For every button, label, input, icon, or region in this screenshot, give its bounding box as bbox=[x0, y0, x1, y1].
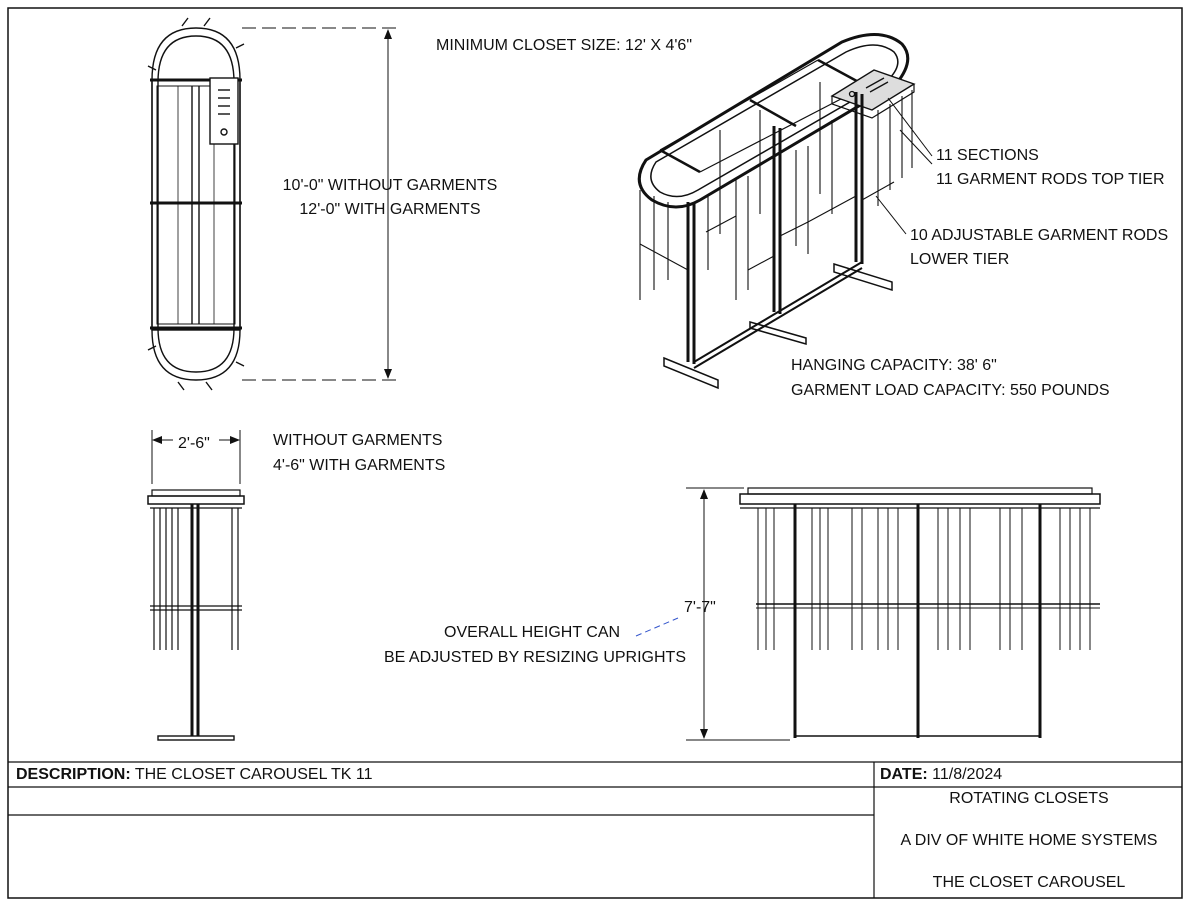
min-closet-size-label: MINIMUM CLOSET SIZE: 12' X 4'6" bbox=[436, 37, 692, 54]
width-dimension bbox=[151, 430, 241, 484]
length-dimension bbox=[242, 27, 402, 381]
load-capacity-label: GARMENT LOAD CAPACITY: 550 POUNDS bbox=[791, 382, 1110, 399]
sections-label: 11 SECTIONS bbox=[936, 147, 1039, 164]
front-view bbox=[739, 487, 1101, 738]
height-dimension-label: 7'-7" bbox=[684, 599, 716, 616]
width-no-garments-label: WITHOUT GARMENTS bbox=[273, 432, 443, 449]
iso-leaders bbox=[875, 97, 933, 235]
company-line-3: THE CLOSET CAROUSEL bbox=[932, 874, 1126, 891]
side-view bbox=[147, 489, 245, 741]
hanging-capacity-label: HANGING CAPACITY: 38' 6" bbox=[791, 357, 997, 374]
date-value: 11/8/2024 bbox=[932, 766, 1003, 783]
title-block bbox=[8, 761, 1182, 898]
top-view bbox=[147, 17, 245, 391]
company-line-1: ROTATING CLOSETS bbox=[949, 790, 1109, 807]
height-note-line-2: BE ADJUSTED BY RESIZING UPRIGHTS bbox=[384, 649, 686, 666]
sheet-border bbox=[7, 7, 1183, 899]
top-tier-label: 11 GARMENT RODS TOP TIER bbox=[936, 171, 1165, 188]
length-no-garments-label: 10'-0" WITHOUT GARMENTS bbox=[282, 177, 498, 194]
description-label: DESCRIPTION: bbox=[16, 766, 131, 783]
height-note-line-1: OVERALL HEIGHT CAN bbox=[444, 624, 621, 641]
width-with-garments-label: 4'-6" WITH GARMENTS bbox=[273, 457, 446, 474]
description-value: THE CLOSET CAROUSEL TK 11 bbox=[134, 766, 373, 783]
lower-tier-label: LOWER TIER bbox=[910, 251, 1010, 268]
isometric-view bbox=[637, 32, 916, 390]
date-label: DATE: bbox=[880, 766, 928, 783]
width-dimension-label: 2'-6" bbox=[176, 432, 212, 456]
length-with-garments-label: 12'-0" WITH GARMENTS bbox=[299, 201, 481, 218]
description-field: DESCRIPTION: THE CLOSET CAROUSEL TK 11 bbox=[16, 765, 373, 785]
adjustable-rods-label: 10 ADJUSTABLE GARMENT RODS bbox=[910, 227, 1169, 244]
date-field: DATE: 11/8/2024 bbox=[880, 765, 1002, 785]
height-dimension bbox=[635, 487, 790, 741]
company-line-2: A DIV OF WHITE HOME SYSTEMS bbox=[900, 832, 1158, 849]
